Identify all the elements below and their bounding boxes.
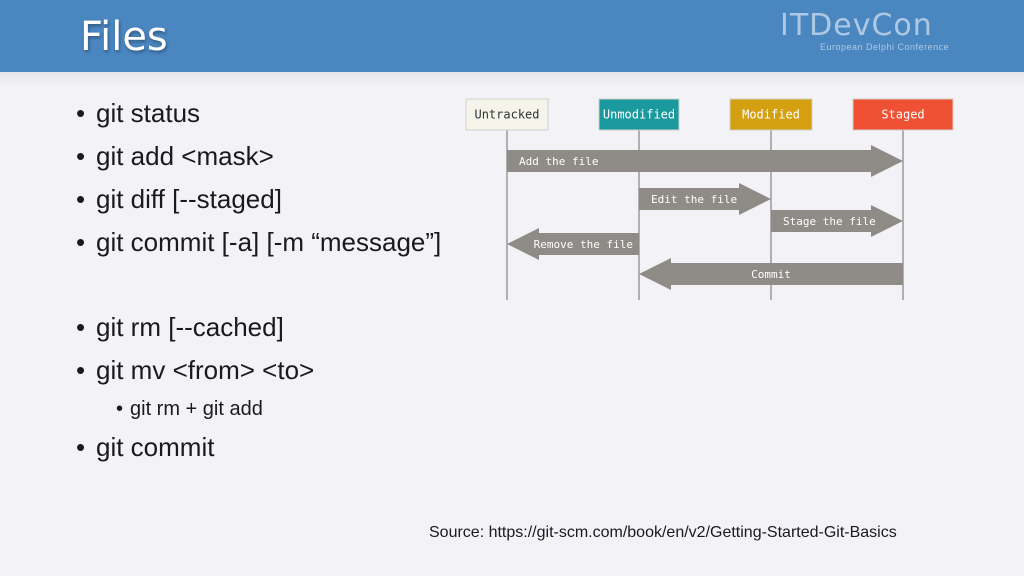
sub-bullet-item: •git rm + git add [116, 398, 263, 420]
transition-arrow: Add the file [507, 145, 903, 177]
bullet-item: •git mv <from> <to> [76, 355, 315, 385]
state-box-untracked: Untracked [465, 98, 549, 131]
transition-arrow: Stage the file [771, 205, 903, 237]
state-label: Untracked [474, 108, 539, 122]
transition-arrow: Edit the file [639, 183, 771, 215]
bullet-text: git diff [--staged] [96, 184, 282, 214]
bullet-item: •git rm [--cached] [76, 312, 284, 342]
slide-title: Files [80, 14, 168, 60]
transition-label: Remove the file [534, 238, 633, 251]
bullet-item: •git add <mask> [76, 141, 274, 171]
git-lifecycle-diagram: Untracked Unmodified Modified Staged Add th… [465, 98, 954, 300]
state-box-unmodified: Unmodified [598, 98, 680, 131]
bullet-text: git status [96, 98, 201, 128]
bullet-item: •git status [76, 98, 201, 128]
state-label: Unmodified [603, 108, 675, 122]
bullet-text: git commit [-a] [-m “message”] [96, 227, 442, 257]
itdevcon-logo: ITDevCon European Delphi Conference [780, 8, 980, 52]
transition-label: Edit the file [651, 193, 737, 206]
sub-bullet-text: git rm + git add [130, 398, 263, 420]
transition-label: Stage the file [783, 215, 876, 228]
transition-arrow: Commit [639, 258, 903, 290]
logo-text: ITDevCon [780, 8, 933, 43]
transition-label: Commit [751, 268, 791, 281]
bullet-text: git mv <from> <to> [96, 355, 315, 385]
bullet-item: •git diff [--staged] [76, 184, 282, 214]
state-label: Staged [881, 108, 924, 122]
bullet-item: •git commit [76, 432, 215, 462]
state-box-staged: Staged [852, 98, 954, 131]
bullet-text: git rm [--cached] [96, 312, 284, 342]
logo-subtitle: European Delphi Conference [820, 42, 950, 52]
bullet-item: •git commit [-a] [-m “message”] [76, 227, 442, 257]
state-label: Modified [742, 108, 800, 122]
transition-label: Add the file [519, 155, 598, 168]
transition-arrow: Remove the file [507, 228, 639, 260]
slide-header: Files ITDevCon European Delphi Conferenc… [0, 0, 1024, 72]
source-citation: Source: https://git-scm.com/book/en/v2/G… [429, 524, 897, 541]
header-shadow [0, 72, 1024, 86]
bullet-text: git add <mask> [96, 141, 274, 171]
state-box-modified: Modified [729, 98, 813, 131]
bullet-text: git commit [96, 432, 215, 462]
